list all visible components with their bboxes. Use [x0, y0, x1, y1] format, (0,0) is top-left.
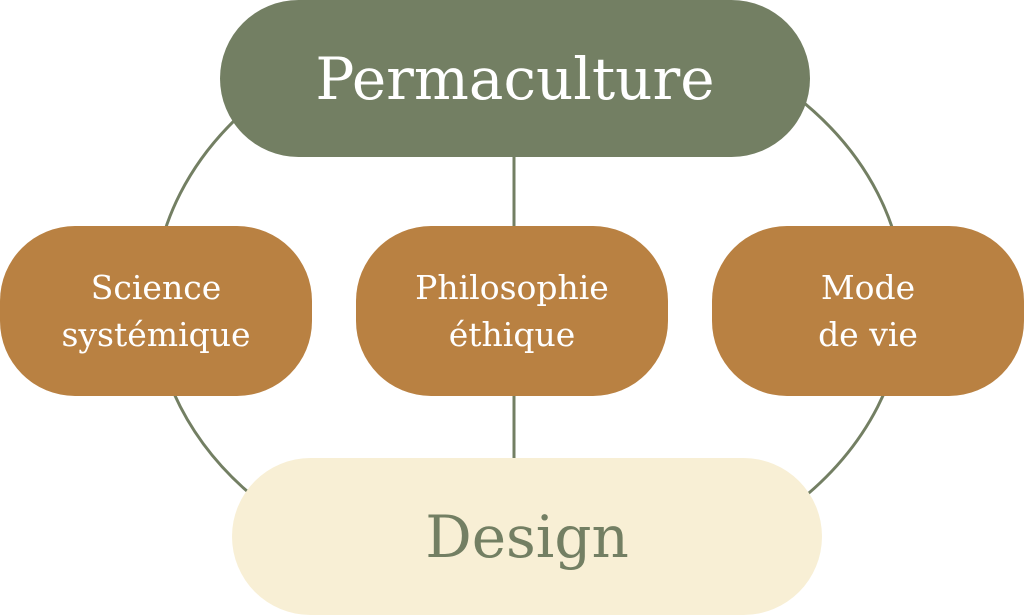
node-permaculture-label: Permaculture [315, 44, 715, 113]
node-design-label: Design [425, 502, 629, 571]
node-mode-de-vie: Mode de vie [712, 226, 1024, 396]
node-label-line2: éthique [448, 315, 576, 354]
node-science-systemique: Science systémique [0, 226, 312, 396]
node-label-line1: Science [90, 268, 222, 307]
node-label-line1: Philosophie [415, 268, 609, 307]
node-design: Design [232, 458, 822, 615]
node-label-line2: systémique [61, 315, 251, 354]
node-label-line2: de vie [818, 315, 918, 354]
node-philosophie-ethique: Philosophie éthique [356, 226, 668, 396]
node-permaculture: Permaculture [220, 0, 810, 157]
node-label-line1: Mode [820, 268, 916, 307]
